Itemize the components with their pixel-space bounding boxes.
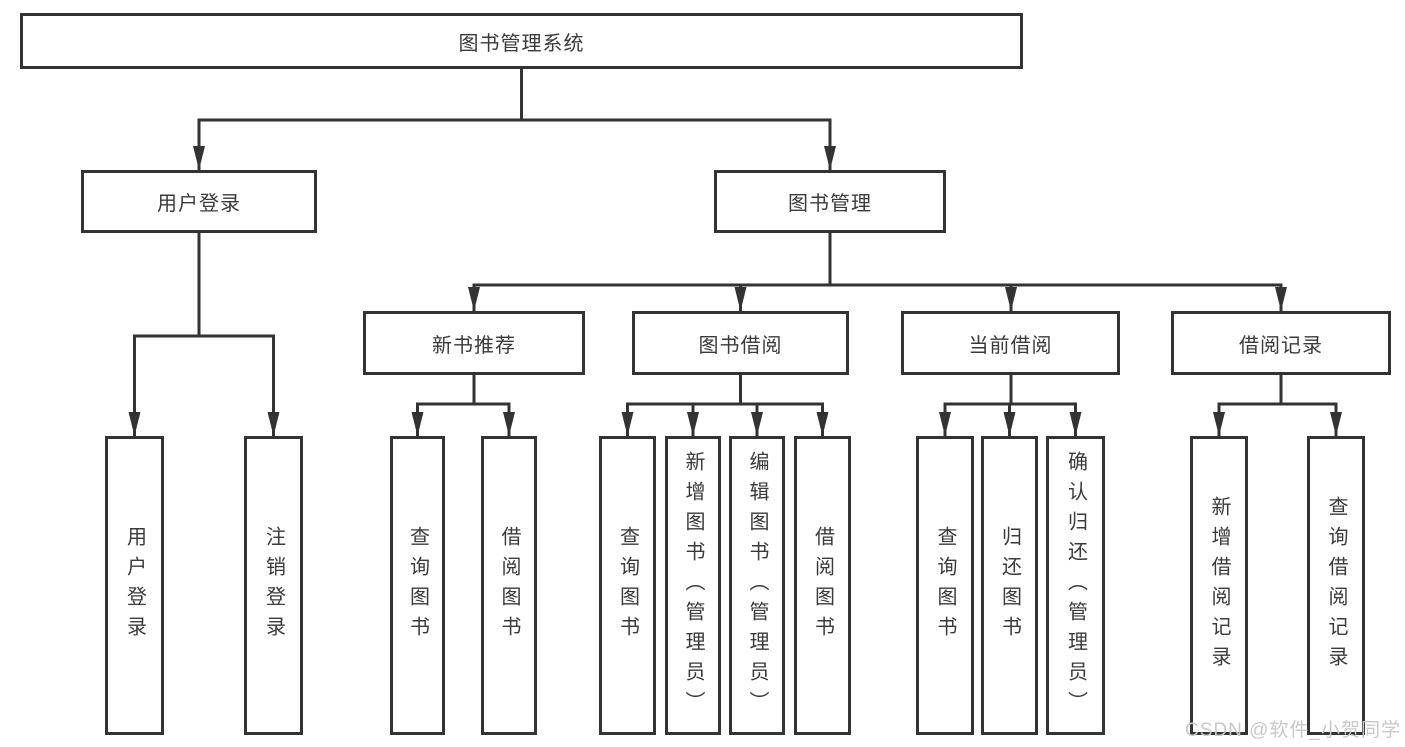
node-label: 借阅图书 (498, 525, 520, 646)
node-root-system: 图书管理系统 (20, 13, 1023, 69)
edge-userlogin-to-leaves (128, 233, 280, 436)
node-borrow-records: 借阅记录 (1171, 311, 1391, 375)
edge-records-to-leaves (1213, 375, 1342, 436)
node-label: 用户登录 (123, 525, 146, 646)
node-label: 图书借阅 (698, 334, 783, 357)
node-label: 查询图书 (406, 525, 429, 646)
csdn-watermark: CSDN @软件_小贺同学 (1185, 720, 1401, 741)
node-label: 图书管理系统 (458, 32, 585, 55)
node-label: 查询借阅记录 (1325, 495, 1347, 676)
leaf-recommend-query-books: 查询图书 (390, 436, 445, 735)
node-new-book-recommend: 新书推荐 (363, 311, 585, 375)
node-label: 归还图书 (998, 525, 1021, 646)
node-label: 图书管理 (788, 193, 872, 215)
leaf-current-confirm-return-admin: 确认归还（管理员） (1046, 436, 1105, 735)
node-label: 用户登录 (157, 193, 241, 215)
edge-root-to-level2 (193, 69, 836, 170)
node-label: 新增图书（管理员） (682, 450, 704, 721)
node-label: 借阅记录 (1239, 334, 1323, 357)
node-current-borrow: 当前借阅 (901, 311, 1120, 375)
edge-bookmgmt-to-level3 (468, 233, 1287, 311)
leaf-borrow-edit-books-admin: 编辑图书（管理员） (729, 436, 785, 735)
node-label: 当前借阅 (968, 334, 1053, 357)
leaf-current-return-books: 归还图书 (981, 436, 1038, 735)
node-label: 借阅图书 (811, 525, 834, 646)
edge-recommend-to-leaves (411, 375, 515, 436)
node-user-login: 用户登录 (81, 170, 317, 233)
leaf-records-add-record: 新增借阅记录 (1190, 436, 1248, 735)
leaf-user-login: 用户登录 (105, 436, 164, 735)
edge-current-to-leaves (939, 375, 1082, 436)
node-label: 新增借阅记录 (1208, 495, 1230, 676)
node-label: 注销登录 (262, 525, 285, 646)
node-label: 新书推荐 (432, 334, 516, 357)
node-label: 确认归还（管理员） (1064, 450, 1087, 721)
leaf-borrow-add-books-admin: 新增图书（管理员） (665, 436, 721, 735)
edge-borrow-to-leaves (621, 375, 829, 436)
node-label: 查询图书 (616, 525, 639, 646)
leaf-logout: 注销登录 (244, 436, 303, 735)
leaf-current-query-books: 查询图书 (916, 436, 974, 735)
leaf-recommend-borrow-books: 借阅图书 (481, 436, 537, 735)
node-label: 查询图书 (934, 525, 956, 646)
leaf-borrow-borrow-books: 借阅图书 (794, 436, 851, 735)
node-label: 编辑图书（管理员） (746, 450, 768, 721)
node-book-borrow: 图书借阅 (632, 311, 849, 375)
leaf-records-query-record: 查询借阅记录 (1307, 436, 1365, 735)
leaf-borrow-query-books: 查询图书 (599, 436, 656, 735)
node-book-management: 图书管理 (714, 170, 946, 233)
